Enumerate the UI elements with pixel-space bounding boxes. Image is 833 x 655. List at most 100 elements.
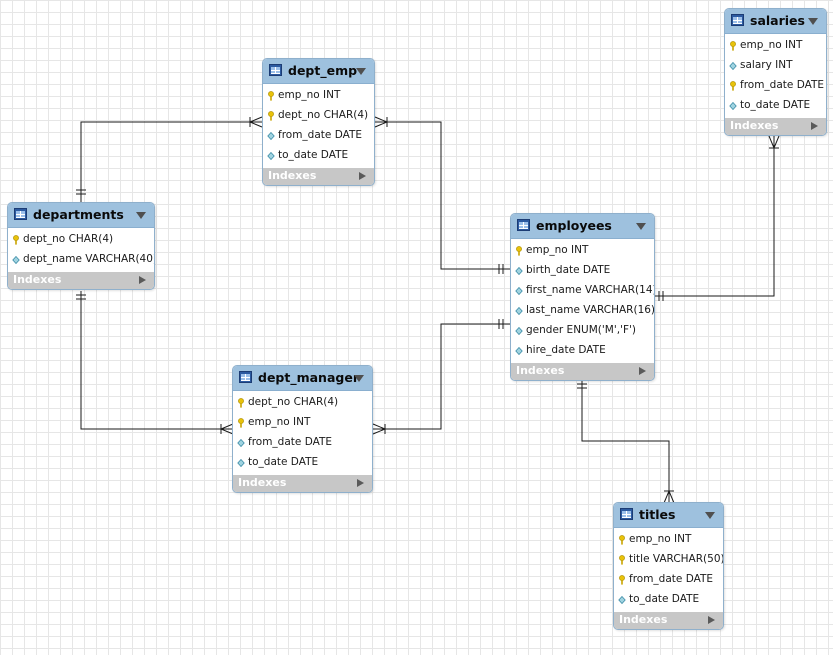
collapse-toggle-icon[interactable]	[356, 68, 366, 75]
indexes-bar[interactable]: Indexes	[614, 612, 723, 629]
column-row[interactable]: dept_no CHAR(4)	[8, 230, 154, 250]
table-titles[interactable]: titles emp_no INT title VARCHAR(50)from_d…	[613, 502, 724, 630]
column-text: from_date DATE	[740, 79, 825, 91]
column-row[interactable]: last_name VARCHAR(16)	[511, 301, 654, 321]
column-text: emp_no INT	[248, 416, 311, 428]
column-text: emp_no INT	[629, 533, 692, 545]
table-icon	[239, 371, 252, 383]
column-row[interactable]: first_name VARCHAR(14)	[511, 281, 654, 301]
column-row[interactable]: title VARCHAR(50)	[614, 550, 723, 570]
table-header[interactable]: salaries	[725, 9, 826, 34]
column-text: to_date DATE	[248, 456, 319, 468]
indexes-bar[interactable]: Indexes	[511, 363, 654, 380]
column-attribute-icon	[237, 438, 245, 448]
crowfoot-many	[248, 116, 263, 128]
column-text: salary INT	[740, 59, 793, 71]
column-list: emp_no INT title VARCHAR(50)from_date DAT…	[614, 528, 723, 612]
table-header[interactable]: employees	[511, 214, 654, 239]
column-row[interactable]: from_date DATE	[233, 433, 372, 453]
column-text: emp_no INT	[740, 39, 803, 51]
column-row[interactable]: gender ENUM('M','F')	[511, 321, 654, 341]
mark-one-one	[577, 383, 587, 389]
column-row[interactable]: birth_date DATE	[511, 261, 654, 281]
crowfoot-many	[219, 423, 234, 435]
expand-indexes-icon[interactable]	[359, 172, 366, 180]
expand-indexes-icon[interactable]	[139, 276, 146, 284]
rel-employees-dept-manager	[373, 323, 511, 430]
column-attribute-icon	[267, 151, 275, 161]
primary-key-icon	[618, 535, 626, 545]
column-list: emp_no INT salary INT from_date DATE to_dat…	[725, 34, 826, 118]
table-header[interactable]: titles	[614, 503, 723, 528]
table-dept-manager[interactable]: dept_manager dept_no CHAR(4) emp_no INT fr…	[232, 365, 373, 493]
indexes-bar[interactable]: Indexes	[725, 118, 826, 135]
column-attribute-icon	[237, 458, 245, 468]
table-header[interactable]: dept_manager	[233, 366, 372, 391]
indexes-label: Indexes	[516, 364, 565, 377]
table-name: departments	[33, 207, 124, 222]
indexes-label: Indexes	[268, 169, 317, 182]
expand-indexes-icon[interactable]	[357, 479, 364, 487]
column-row[interactable]: dept_no CHAR(4)	[233, 393, 372, 413]
column-row[interactable]: to_date DATE	[614, 590, 723, 610]
indexes-bar[interactable]: Indexes	[233, 475, 372, 492]
table-header[interactable]: dept_emp	[263, 59, 374, 84]
primary-key-icon	[267, 91, 275, 101]
mark-one-one	[658, 291, 664, 301]
column-text: last_name VARCHAR(16)	[526, 304, 655, 316]
table-salaries[interactable]: salaries emp_no INT salary INT from_date D…	[724, 8, 827, 136]
table-icon	[620, 508, 633, 520]
collapse-toggle-icon[interactable]	[808, 18, 818, 25]
indexes-bar[interactable]: Indexes	[8, 272, 154, 289]
column-text: gender ENUM('M','F')	[526, 324, 636, 336]
collapse-toggle-icon[interactable]	[354, 375, 364, 382]
column-row[interactable]: emp_no INT	[725, 36, 826, 56]
expand-indexes-icon[interactable]	[708, 616, 715, 624]
primary-key-icon	[729, 81, 737, 91]
collapse-toggle-icon[interactable]	[636, 223, 646, 230]
column-row[interactable]: emp_no INT	[263, 86, 374, 106]
table-departments[interactable]: departments dept_no CHAR(4)dept_name VAR…	[7, 202, 155, 290]
column-row[interactable]: dept_no CHAR(4)	[263, 106, 374, 126]
table-dept-emp[interactable]: dept_emp emp_no INT dept_no CHAR(4) from_d…	[262, 58, 375, 186]
column-row[interactable]: dept_name VARCHAR(40)	[8, 250, 154, 270]
column-row[interactable]: emp_no INT	[614, 530, 723, 550]
column-row[interactable]: emp_no INT	[233, 413, 372, 433]
column-text: dept_no CHAR(4)	[248, 396, 339, 408]
primary-key-icon	[618, 575, 626, 585]
table-icon	[14, 208, 27, 220]
column-row[interactable]: from_date DATE	[614, 570, 723, 590]
indexes-bar[interactable]: Indexes	[263, 168, 374, 185]
column-row[interactable]: emp_no INT	[511, 241, 654, 261]
column-row[interactable]: to_date DATE	[233, 453, 372, 473]
table-icon	[269, 64, 282, 76]
column-attribute-icon	[729, 61, 737, 71]
mark-one-one	[76, 294, 86, 300]
column-text: emp_no INT	[526, 244, 589, 256]
column-text: dept_no CHAR(4)	[278, 109, 369, 121]
column-row[interactable]: from_date DATE	[725, 76, 826, 96]
collapse-toggle-icon[interactable]	[136, 212, 146, 219]
column-attribute-icon	[729, 101, 737, 111]
column-row[interactable]: salary INT	[725, 56, 826, 76]
column-row[interactable]: to_date DATE	[725, 96, 826, 116]
primary-key-icon	[729, 41, 737, 51]
table-header[interactable]: departments	[8, 203, 154, 228]
column-row[interactable]: from_date DATE	[263, 126, 374, 146]
column-list: dept_no CHAR(4)dept_name VARCHAR(40)	[8, 228, 154, 272]
expand-indexes-icon[interactable]	[639, 367, 646, 375]
expand-indexes-icon[interactable]	[811, 122, 818, 130]
indexes-label: Indexes	[13, 273, 62, 286]
indexes-label: Indexes	[619, 613, 668, 626]
mark-one-one	[76, 189, 86, 195]
table-name: dept_emp	[288, 63, 358, 78]
column-row[interactable]: hire_date DATE	[511, 341, 654, 361]
column-row[interactable]: to_date DATE	[263, 146, 374, 166]
crowfoot-many	[663, 489, 675, 504]
collapse-toggle-icon[interactable]	[705, 512, 715, 519]
table-name: dept_manager	[258, 370, 359, 385]
